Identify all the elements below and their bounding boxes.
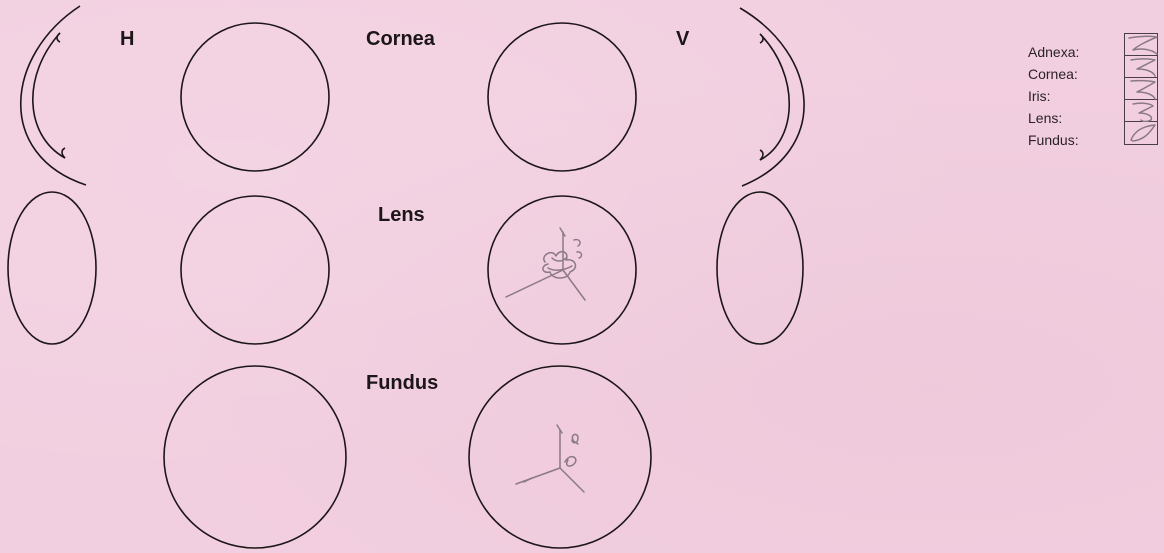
checkbox-cornea[interactable]: [1125, 56, 1157, 78]
lens-circle-left: [181, 196, 329, 344]
cornea-circle-left: [181, 23, 329, 171]
exam-checklist: Adnexa: Cornea: Iris: Lens: Fundus:: [1028, 41, 1079, 151]
check-mark-icon: [1125, 56, 1159, 78]
right-side-ellipse: [717, 192, 803, 344]
checkbox-iris[interactable]: [1125, 78, 1157, 100]
lens-label: Lens: [378, 204, 425, 227]
checklist-item-adnexa: Adnexa:: [1028, 41, 1079, 63]
checklist-item-iris: Iris:: [1028, 85, 1079, 107]
fundus-label: Fundus: [366, 372, 438, 395]
check-mark-icon: [1125, 122, 1159, 144]
checklist-item-cornea: Cornea:: [1028, 63, 1079, 85]
checklist-item-lens: Lens:: [1028, 107, 1079, 129]
check-mark-icon: [1125, 34, 1159, 56]
cornea-circle-right: [488, 23, 636, 171]
checklist-boxes: [1124, 33, 1158, 145]
lens-pencil-sketch: [506, 228, 585, 300]
cornea-label: Cornea: [366, 28, 435, 51]
checklist-item-fundus: Fundus:: [1028, 129, 1079, 151]
horizontal-label: H: [120, 28, 134, 51]
right-eye-crescent: [740, 8, 804, 186]
vertical-label: V: [676, 28, 689, 51]
checkbox-fundus[interactable]: [1125, 122, 1157, 144]
check-mark-icon: [1125, 78, 1159, 100]
fundus-circle-left: [164, 366, 346, 548]
left-eye-crescent: [21, 6, 86, 185]
checkbox-lens[interactable]: [1125, 100, 1157, 122]
checkbox-adnexa[interactable]: [1125, 34, 1157, 56]
check-mark-icon: [1125, 100, 1159, 122]
left-side-ellipse: [8, 192, 96, 344]
fundus-pencil-sketch: [516, 425, 584, 492]
